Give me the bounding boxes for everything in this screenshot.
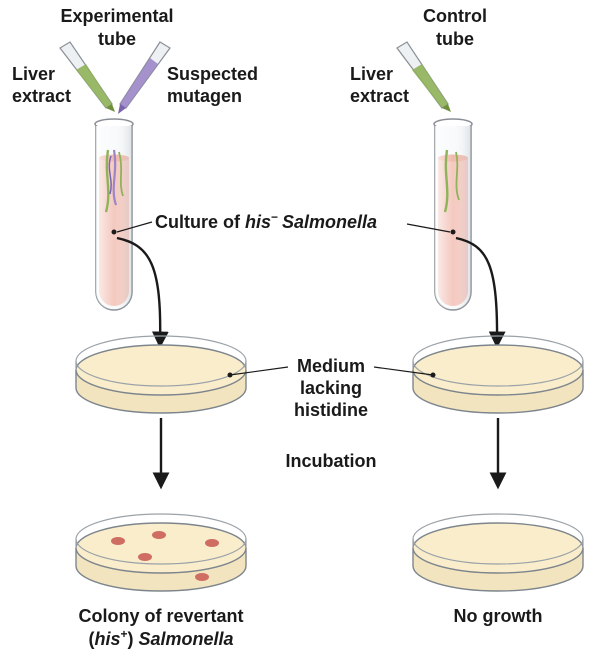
liver-extract-pipette-left xyxy=(59,41,115,112)
label-experimental-tube-line1: Experimental xyxy=(60,6,173,26)
colony xyxy=(152,531,166,539)
label-control-tube-line2: tube xyxy=(436,29,474,49)
label-experimental-tube-line2: tube xyxy=(98,29,136,49)
label-liver-extract-right-line2: extract xyxy=(350,86,409,106)
label-medium-line2: lacking xyxy=(300,378,362,398)
colony xyxy=(111,537,125,545)
label-incubation: Incubation xyxy=(286,451,377,471)
label-suspected-mutagen-line1: Suspected xyxy=(167,64,258,84)
arrow-tube-to-dish-left xyxy=(116,236,169,349)
liver-extract-pipette-right xyxy=(396,41,451,112)
medium-label-group: Medium lacking histidine xyxy=(229,356,434,420)
colony xyxy=(138,553,152,561)
mutagen-pipette xyxy=(118,41,171,114)
petri-dish-revertant xyxy=(75,513,247,592)
control-test-tube xyxy=(433,118,473,311)
label-suspected-mutagen-line2: mutagen xyxy=(167,86,242,106)
culture-label-group: Culture of his−Salmonella xyxy=(116,210,451,233)
arrow-tube-to-dish-right xyxy=(455,236,506,349)
label-medium-line3: histidine xyxy=(294,400,368,420)
medium-pointer-left xyxy=(229,366,289,376)
colony xyxy=(205,539,219,547)
label-liver-extract-right-line1: Liver xyxy=(350,64,393,84)
culture-pointer-left xyxy=(116,221,153,233)
label-colony-line2: (his+) Salmonella xyxy=(88,627,233,649)
label-culture: Culture of his−Salmonella xyxy=(155,210,377,232)
label-no-growth: No growth xyxy=(454,606,543,626)
petri-dish-no-growth xyxy=(412,513,584,592)
control-tube-group: Control tube Liver extract xyxy=(350,6,487,311)
petri-dish-control xyxy=(412,335,584,414)
label-medium-line1: Medium xyxy=(297,356,365,376)
experimental-test-tube xyxy=(94,118,134,311)
experimental-tube-group: Experimental tube Liver extract Suspecte… xyxy=(12,6,258,311)
label-colony-line1: Colony of revertant xyxy=(78,606,243,626)
medium-pointer-right xyxy=(373,366,434,376)
culture-pointer-right xyxy=(406,223,451,233)
label-control-tube-line1: Control xyxy=(423,6,487,26)
label-liver-extract-left-line2: extract xyxy=(12,86,71,106)
petri-dish-experimental xyxy=(75,335,247,414)
colony xyxy=(195,573,209,581)
label-liver-extract-left-line1: Liver xyxy=(12,64,55,84)
